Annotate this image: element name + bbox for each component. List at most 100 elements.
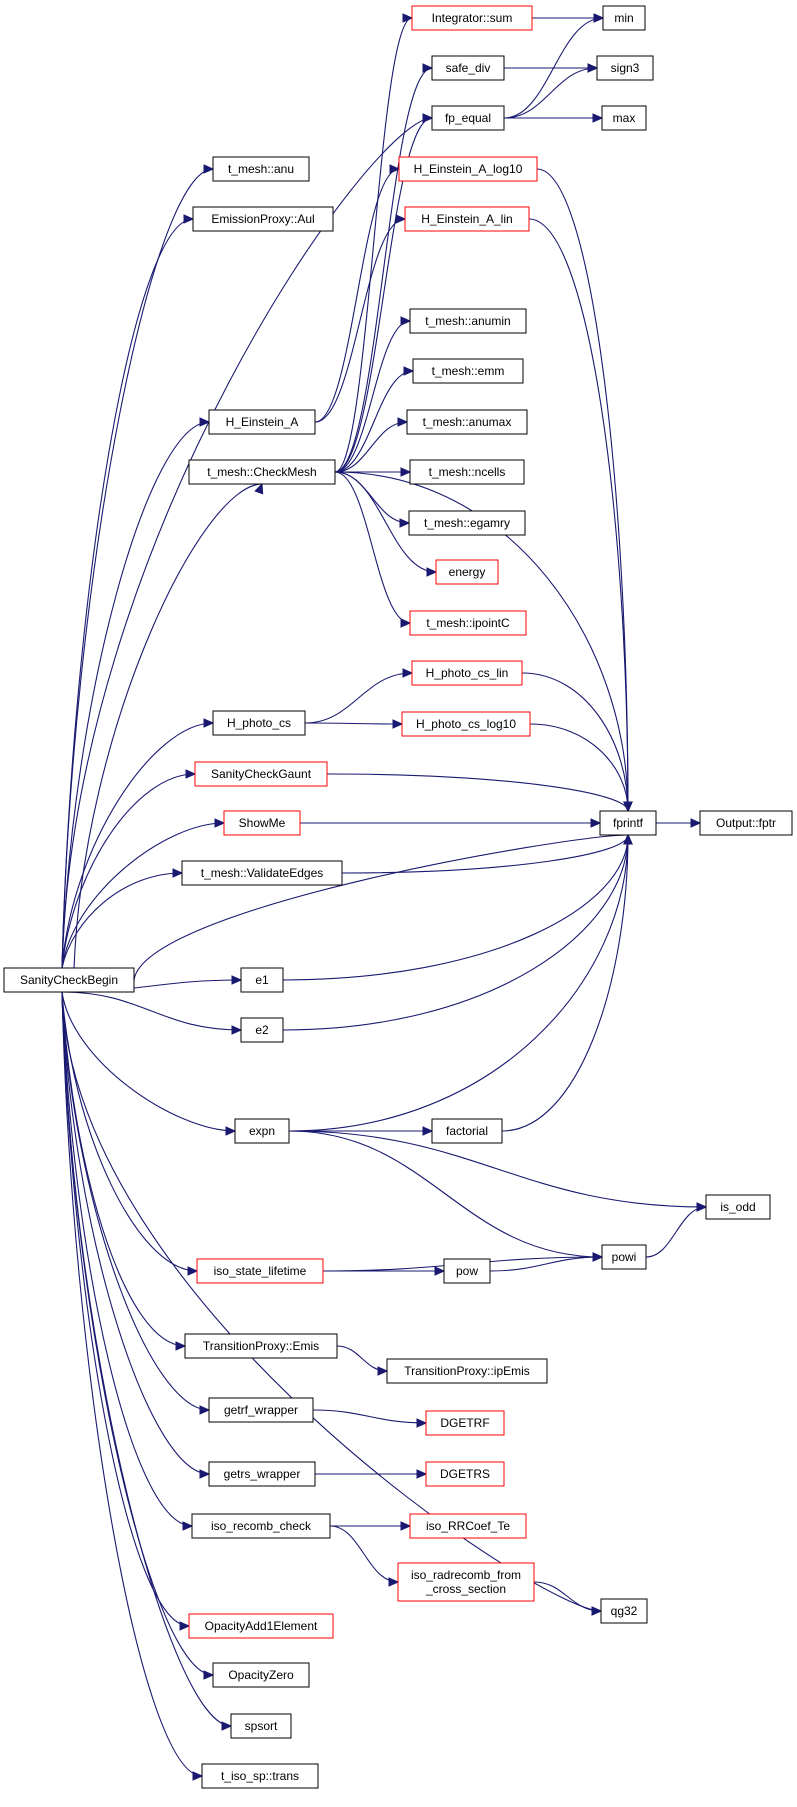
node-fprintf[interactable]: fprintf bbox=[599, 810, 657, 836]
node-iso_radrecomb[interactable]: iso_radrecomb_from_cross_section bbox=[397, 1562, 535, 1602]
node-box bbox=[409, 1513, 527, 1539]
arrowhead-SanityCheckBegin-to-e2 bbox=[231, 1025, 243, 1035]
node-anumax[interactable]: t_mesh::anumax bbox=[406, 409, 528, 435]
edge-e1-to-fprintf bbox=[282, 834, 629, 981]
arrowhead-SanityCheckBegin-to-OpacityAdd1Element bbox=[179, 1621, 191, 1631]
node-label: TransitionProxy::Emis bbox=[203, 1339, 319, 1353]
arrowhead-CheckMesh-to-emm bbox=[403, 366, 415, 376]
arrowhead-CheckMesh-to-energy bbox=[426, 567, 438, 577]
node-pow[interactable]: pow bbox=[443, 1258, 491, 1284]
node-box bbox=[411, 5, 533, 31]
node-label: H_photo_cs_lin bbox=[426, 666, 509, 680]
node-label: iso_state_lifetime bbox=[214, 1264, 307, 1278]
node-box bbox=[3, 967, 135, 993]
node-ipointC[interactable]: t_mesh::ipointC bbox=[409, 610, 527, 636]
node-H_Einstein_A_log10[interactable]: H_Einstein_A_log10 bbox=[398, 156, 538, 182]
node-getrf_wrapper[interactable]: getrf_wrapper bbox=[208, 1397, 314, 1423]
node-box bbox=[408, 510, 526, 536]
node-SanityCheckGaunt[interactable]: SanityCheckGaunt bbox=[194, 761, 328, 787]
node-qg32[interactable]: qg32 bbox=[600, 1598, 648, 1624]
node-Emis[interactable]: TransitionProxy::Emis bbox=[184, 1333, 338, 1359]
node-CheckMesh[interactable]: t_mesh::CheckMesh bbox=[188, 459, 336, 485]
node-min[interactable]: min bbox=[602, 5, 646, 31]
node-trans[interactable]: t_iso_sp::trans bbox=[201, 1763, 319, 1789]
node-iso_recomb_check[interactable]: iso_recomb_check bbox=[191, 1513, 331, 1539]
node-DGETRF[interactable]: DGETRF bbox=[425, 1410, 505, 1436]
node-label: SanityCheckGaunt bbox=[211, 767, 312, 781]
node-Integrator_sum[interactable]: Integrator::sum bbox=[411, 5, 533, 31]
node-box bbox=[191, 1513, 331, 1539]
edge-pow-to-powi bbox=[489, 1256, 603, 1272]
node-H_photo_cs[interactable]: H_photo_cs bbox=[212, 710, 306, 736]
node-H_photo_cs_lin[interactable]: H_photo_cs_lin bbox=[411, 660, 523, 686]
node-expn[interactable]: expn bbox=[234, 1118, 290, 1144]
node-label: Integrator::sum bbox=[432, 11, 513, 25]
node-emm[interactable]: t_mesh::emm bbox=[412, 358, 524, 384]
node-Aul[interactable]: EmissionProxy::Aul bbox=[192, 206, 334, 232]
node-H_photo_cs_log10[interactable]: H_photo_cs_log10 bbox=[401, 711, 531, 737]
edge-SanityCheckBegin-to-CheckMesh bbox=[73, 483, 263, 969]
edge-CheckMesh-to-Integrator_sum bbox=[334, 17, 413, 473]
node-anu[interactable]: t_mesh::anu bbox=[212, 156, 310, 182]
node-is_odd[interactable]: is_odd bbox=[705, 1194, 771, 1220]
edge-e2-to-fprintf bbox=[282, 834, 629, 1031]
arrowhead-SanityCheckBegin-to-Aul bbox=[183, 214, 195, 224]
node-SanityCheckBegin[interactable]: SanityCheckBegin bbox=[3, 967, 135, 993]
node-ShowMe[interactable]: ShowMe bbox=[223, 810, 301, 836]
node-label: H_photo_cs bbox=[227, 716, 291, 730]
node-H_Einstein_A_lin[interactable]: H_Einstein_A_lin bbox=[404, 206, 530, 232]
node-label: H_Einstein_A bbox=[226, 415, 299, 429]
node-iso_RRCoef_Te[interactable]: iso_RRCoef_Te bbox=[409, 1513, 527, 1539]
node-box bbox=[212, 710, 306, 736]
node-OpacityZero[interactable]: OpacityZero bbox=[212, 1662, 310, 1688]
node-sign3[interactable]: sign3 bbox=[596, 55, 654, 81]
node-anumin[interactable]: t_mesh::anumin bbox=[409, 308, 527, 334]
node-box bbox=[699, 810, 793, 836]
edge-CheckMesh-to-fp_equal bbox=[334, 117, 433, 473]
node-ncells[interactable]: t_mesh::ncells bbox=[409, 459, 525, 485]
arrowhead-getrf_wrapper-to-DGETRF bbox=[416, 1418, 428, 1428]
node-label: t_mesh::ValidateEdges bbox=[201, 866, 324, 880]
node-box bbox=[409, 308, 527, 334]
node-max[interactable]: max bbox=[601, 105, 647, 131]
node-label: qg32 bbox=[611, 1604, 638, 1618]
arrowhead-SanityCheckBegin-to-e1 bbox=[231, 975, 243, 985]
node-label: t_mesh::anu bbox=[228, 162, 294, 176]
node-getrs_wrapper[interactable]: getrs_wrapper bbox=[208, 1461, 316, 1487]
arrowhead-CheckMesh-to-egamry bbox=[399, 518, 411, 528]
node-box bbox=[240, 967, 284, 993]
node-label: EmissionProxy::Aul bbox=[211, 212, 314, 226]
arrowhead-fp_equal-to-min bbox=[593, 13, 605, 23]
node-iso_state_lifetime[interactable]: iso_state_lifetime bbox=[196, 1258, 324, 1284]
arrowhead-SanityCheckBegin-to-SanityCheckGaunt bbox=[185, 769, 197, 779]
node-egamry[interactable]: t_mesh::egamry bbox=[408, 510, 526, 536]
node-ipEmis[interactable]: TransitionProxy::ipEmis bbox=[386, 1358, 548, 1384]
node-box bbox=[412, 358, 524, 384]
arrowhead-SanityCheckBegin-to-H_photo_cs bbox=[203, 718, 215, 728]
edge-iso_radrecomb-to-qg32 bbox=[533, 1581, 602, 1612]
node-e1[interactable]: e1 bbox=[240, 967, 284, 993]
arrowhead-expn-to-factorial bbox=[422, 1126, 434, 1136]
node-DGETRS[interactable]: DGETRS bbox=[425, 1461, 505, 1487]
node-label: t_iso_sp::trans bbox=[221, 1769, 299, 1783]
node-OpacityAdd1Element[interactable]: OpacityAdd1Element bbox=[188, 1613, 334, 1639]
node-powi[interactable]: powi bbox=[601, 1244, 647, 1270]
arrowhead-H_Einstein_A-to-H_Einstein_A_lin bbox=[395, 214, 407, 224]
node-ValidateEdges[interactable]: t_mesh::ValidateEdges bbox=[181, 860, 343, 886]
node-box bbox=[431, 55, 505, 81]
node-spsort[interactable]: spsort bbox=[230, 1713, 292, 1739]
node-fptr[interactable]: Output::fptr bbox=[699, 810, 793, 836]
node-e2[interactable]: e2 bbox=[240, 1017, 284, 1043]
node-label: factorial bbox=[446, 1124, 488, 1138]
node-box bbox=[196, 1258, 324, 1284]
node-fp_equal[interactable]: fp_equal bbox=[431, 105, 505, 131]
edge-ValidateEdges-to-fprintf bbox=[341, 834, 629, 874]
node-label: t_mesh::anumin bbox=[425, 314, 510, 328]
arrowhead-SanityCheckBegin-to-Emis bbox=[175, 1341, 187, 1351]
node-factorial[interactable]: factorial bbox=[431, 1118, 503, 1144]
node-H_Einstein_A[interactable]: H_Einstein_A bbox=[208, 409, 316, 435]
node-safe_div[interactable]: safe_div bbox=[431, 55, 505, 81]
edge-SanityCheckBegin-to-OpacityAdd1Element bbox=[61, 991, 190, 1627]
arrowhead-SanityCheckBegin-to-anu bbox=[203, 164, 215, 174]
node-energy[interactable]: energy bbox=[435, 559, 499, 585]
